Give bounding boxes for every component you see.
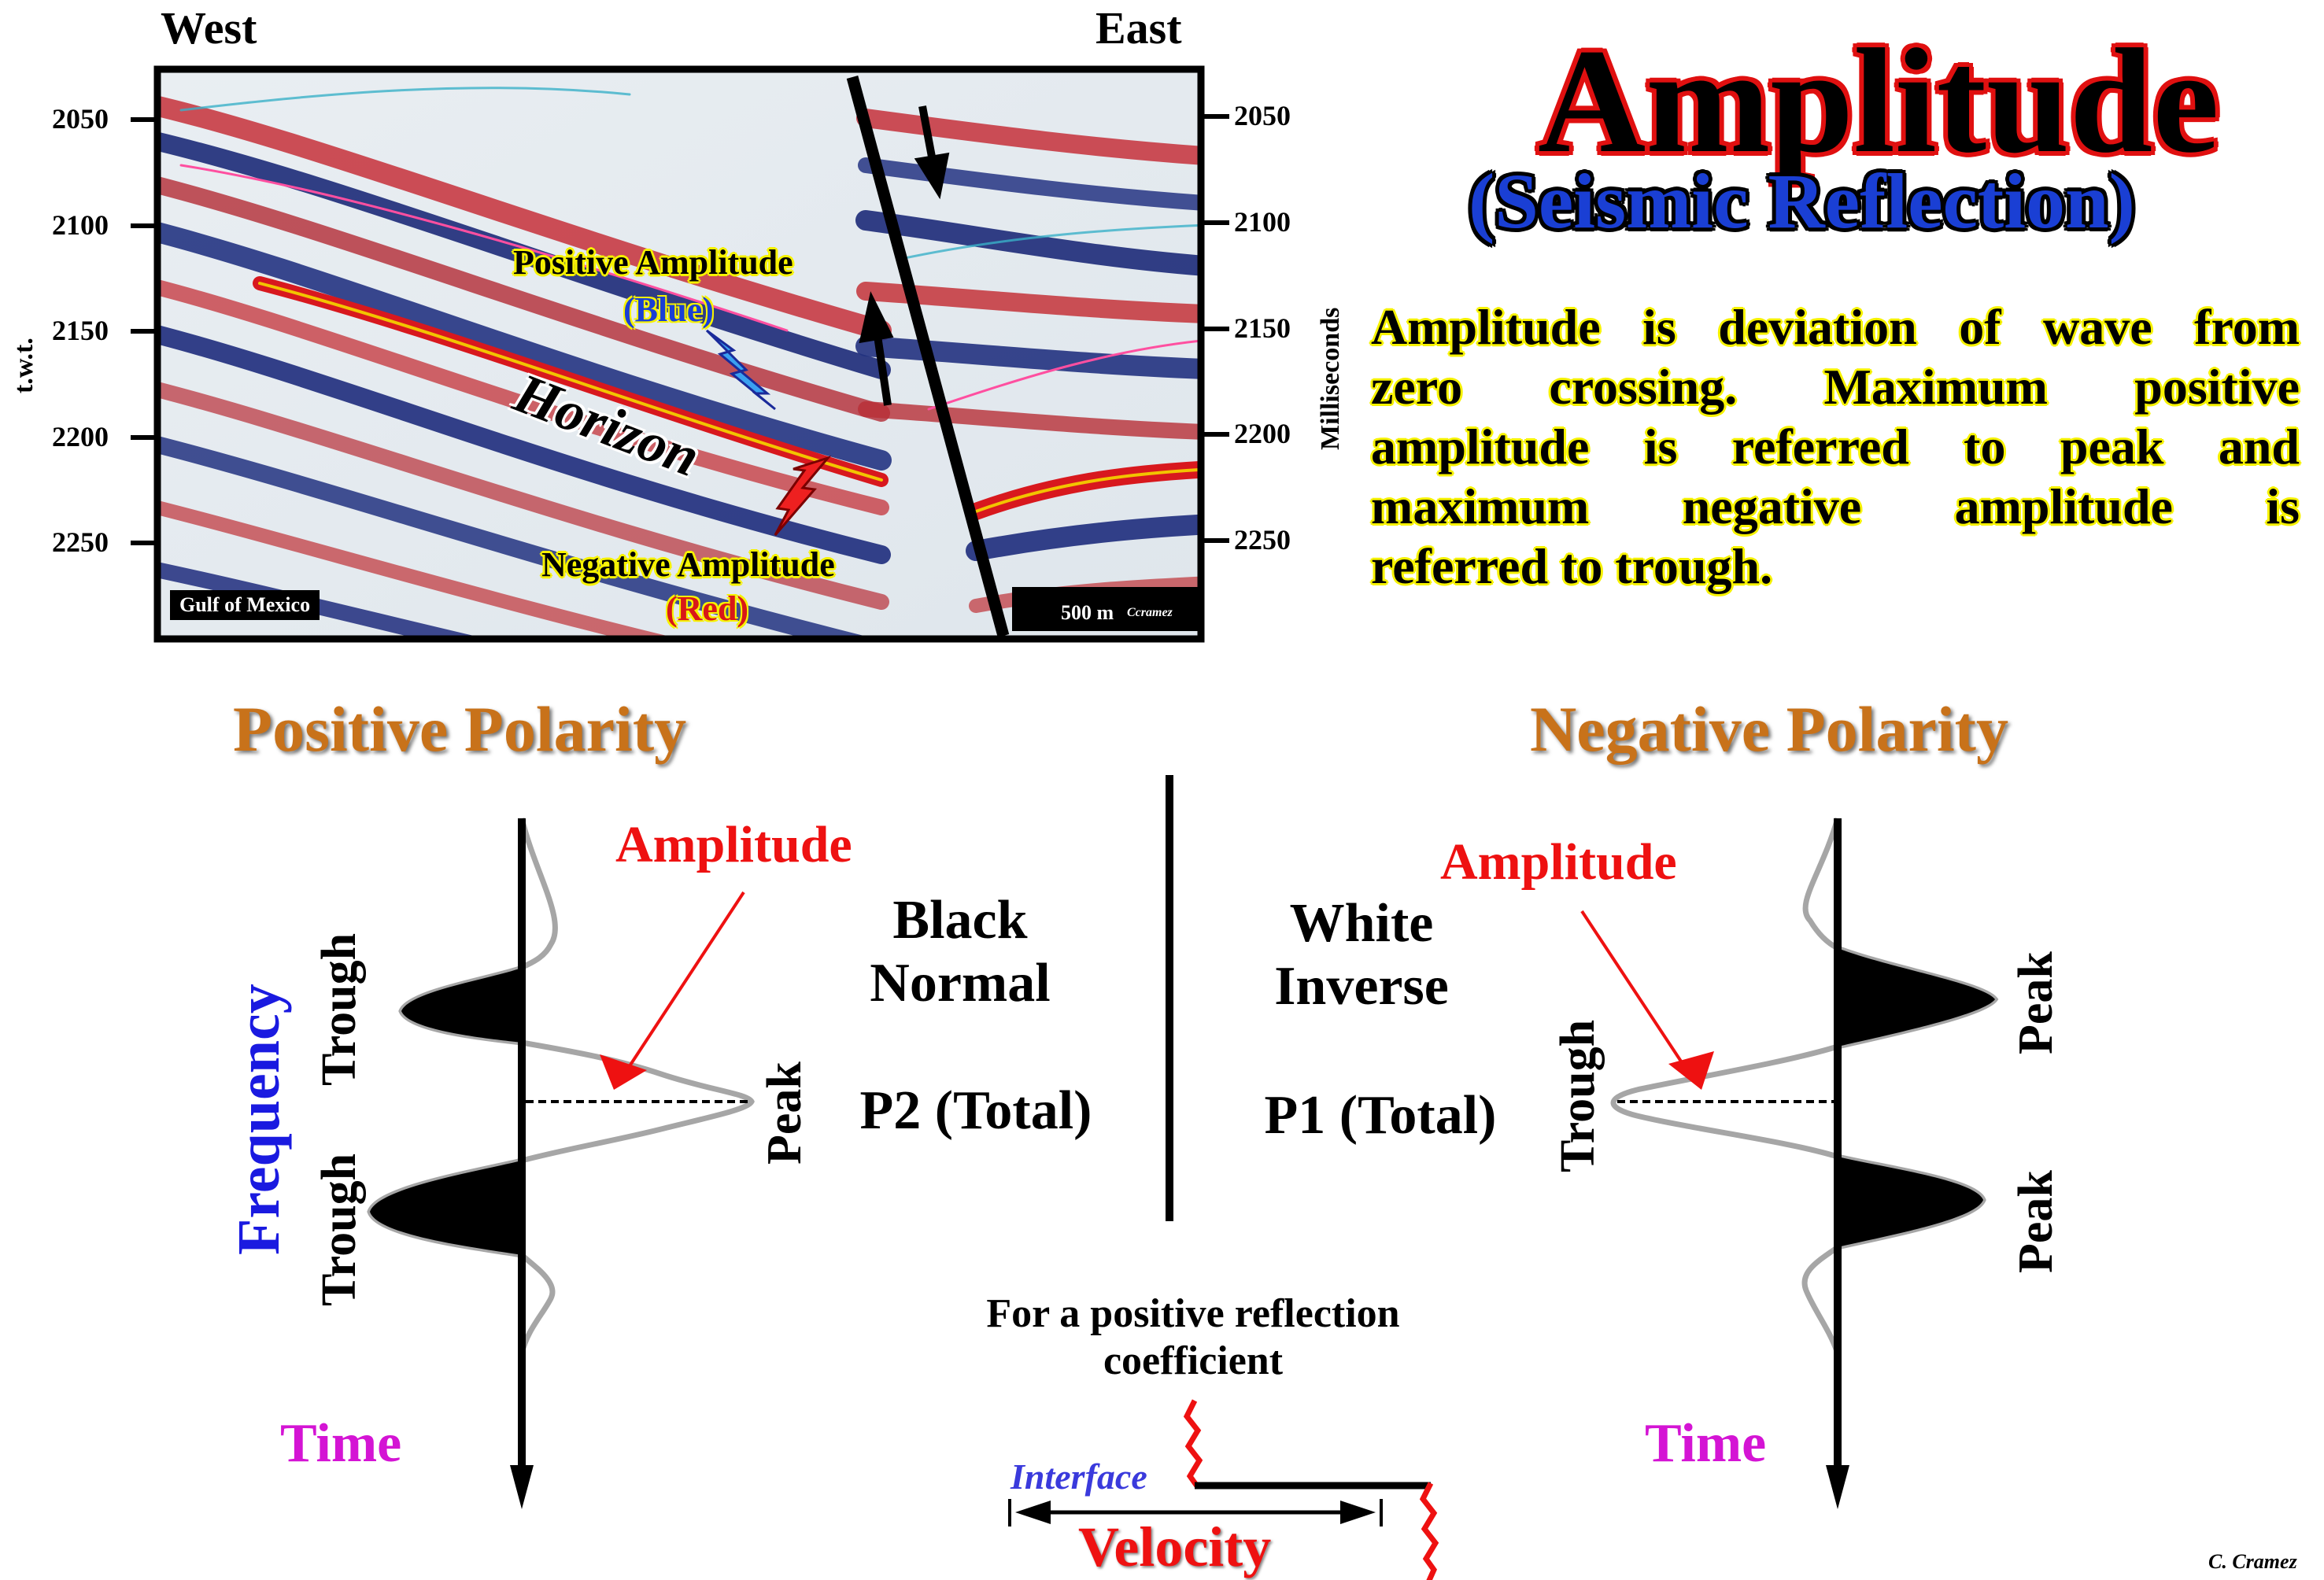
interface-label: Interface (1011, 1456, 1147, 1497)
tick-left-2250: 2250 (52, 526, 109, 558)
trough-upper-label-left: Trough (312, 932, 366, 1086)
west-label: West (161, 2, 257, 54)
tick-right-2050: 2050 (1234, 100, 1291, 131)
author-credit: C. Cramez (2208, 1550, 2297, 1573)
tick-left-2100: 2100 (52, 209, 109, 241)
trough-lower-label-left: Trough (312, 1153, 366, 1306)
description-line: zero crossing. Maximum positive (1371, 359, 2300, 415)
p2-total-label: P2 (Total) (859, 1080, 1092, 1141)
normal-label: Normal (870, 953, 1051, 1013)
tick-left-2200: 2200 (52, 421, 109, 452)
tick-right-2200: 2200 (1234, 418, 1291, 449)
negative-wavelet (1580, 818, 1999, 1509)
description-line: Amplitude is deviation of wave from (1371, 299, 2300, 355)
location-badge: Gulf of Mexico (170, 590, 320, 620)
trough-label-right: Trough (1551, 1019, 1605, 1172)
tick-left-2150: 2150 (52, 315, 109, 346)
velocity-label: Velocity (1078, 1515, 1272, 1578)
coefficient-line-1: For a positive reflection (986, 1291, 1400, 1336)
tick-left-2050: 2050 (52, 103, 109, 135)
description-line: maximum negative amplitude is (1371, 478, 2300, 534)
peak-lower-label-right: Peak (2009, 1170, 2063, 1273)
coefficient-caption: For a positive reflection coefficient (918, 1290, 1469, 1385)
description-line: amplitude is referred to peak and (1371, 419, 2300, 474)
tick-right-2150: 2150 (1234, 312, 1291, 344)
peak-label-left: Peak (758, 1061, 811, 1165)
white-label: White (1289, 893, 1434, 954)
negative-amplitude-label: Negative Amplitude (541, 545, 835, 584)
black-normal-label: Black Normal (850, 889, 1070, 1015)
subtitle: (Seismic Reflection) (1469, 157, 2135, 245)
velocity-sketch (1008, 1399, 1439, 1580)
seismic-section (131, 65, 1229, 643)
amplitude-label-right: Amplitude (1440, 833, 1677, 891)
left-axis-title: t.w.t. (9, 338, 39, 393)
polarity-diagram (367, 775, 1999, 1580)
scale-bar-box: 500 m Ccramez (1012, 587, 1198, 631)
peak-upper-label-right: Peak (2009, 951, 2063, 1054)
tick-right-2100: 2100 (1234, 206, 1291, 238)
description: Amplitude is deviation of wave from zero… (1371, 297, 2300, 596)
scale-bar-credit: Ccramez (1127, 606, 1173, 619)
main-title: Amplitude (1538, 19, 2219, 184)
east-label: East (1095, 2, 1182, 54)
time-label-left: Time (280, 1413, 402, 1474)
black-label: Black (892, 890, 1028, 951)
scale-bar-label: 500 m (1061, 601, 1114, 624)
positive-wavelet (367, 818, 755, 1509)
positive-amplitude-label: Positive Amplitude (513, 243, 793, 282)
amplitude-label-left: Amplitude (615, 816, 852, 873)
negative-polarity-heading: Negative Polarity (1530, 693, 2008, 765)
time-label-right: Time (1645, 1413, 1767, 1474)
white-inverse-label: White Inverse (1251, 892, 1472, 1018)
positive-polarity-heading: Positive Polarity (233, 693, 687, 765)
inverse-label: Inverse (1274, 956, 1449, 1017)
tick-right-2250: 2250 (1234, 524, 1291, 556)
description-line: referred to trough. (1371, 538, 1773, 594)
right-axis-title: Milliseconds (1316, 307, 1345, 450)
red-label: (Red) (666, 589, 749, 628)
p1-total-label: P1 (Total) (1264, 1085, 1497, 1146)
coefficient-line-2: coefficient (1103, 1338, 1284, 1383)
blue-label: (Blue) (623, 290, 714, 329)
frequency-label: Frequency (226, 984, 292, 1255)
